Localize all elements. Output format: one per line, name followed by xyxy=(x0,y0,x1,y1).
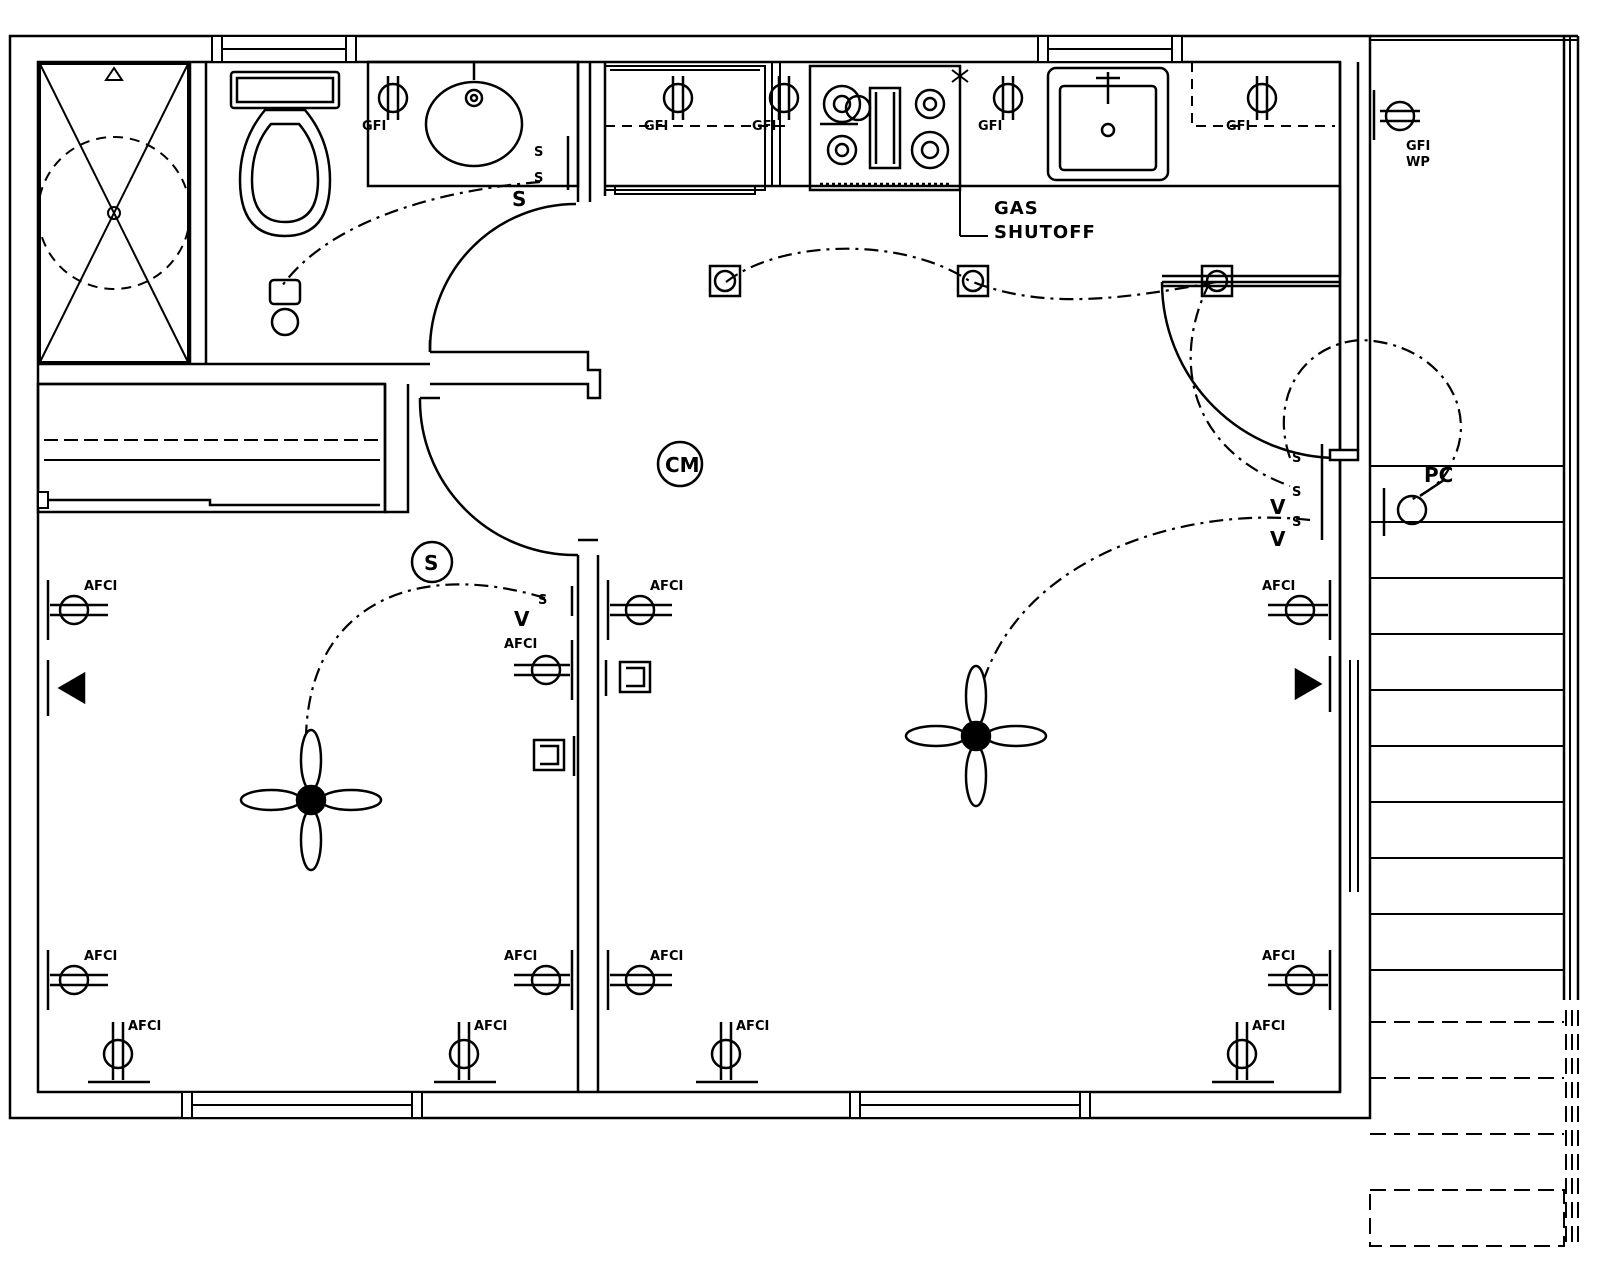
electric-panel xyxy=(532,736,576,776)
switch-label-entry-3: S xyxy=(1292,515,1301,530)
ceiling-fan-bedroom xyxy=(239,728,383,872)
gfi-label-bath: GFI xyxy=(362,119,386,134)
afci-label-3: AFCI xyxy=(650,579,683,594)
wire-porch-light xyxy=(1282,338,1462,502)
afci-receptacle-living-west-1 xyxy=(606,580,672,640)
switch-label-bath-1: S xyxy=(534,145,543,160)
gfi-label-kitchen-3: GFI xyxy=(978,119,1002,134)
vent-label-bedroom: V xyxy=(514,607,530,631)
dishwasher xyxy=(604,65,766,195)
wire-living-fan xyxy=(976,516,1311,701)
range-receptacle xyxy=(820,94,872,126)
exterior-walls xyxy=(8,34,1372,1120)
wire-bedroom-fan xyxy=(304,583,546,737)
carbon-monoxide-detector xyxy=(656,440,704,488)
gfi-label-kitchen-1: GFI xyxy=(644,119,668,134)
range xyxy=(808,64,962,192)
afci-receptacle-bedroom-west-1 xyxy=(46,580,108,640)
afci-label-12: AFCI xyxy=(1252,1019,1285,1034)
smoke-detector-label: S xyxy=(424,551,438,575)
gfi-receptacle-kitchen-4 xyxy=(1246,76,1278,120)
bath-vanity xyxy=(366,60,580,188)
window-top-kitchen xyxy=(1037,35,1183,63)
afci-label-7: AFCI xyxy=(650,949,683,964)
afci-label-1: AFCI xyxy=(84,579,117,594)
ceiling-light-kitchen-2 xyxy=(956,264,990,298)
vent-label-entry-2: V xyxy=(1270,527,1286,551)
kitchen-sink xyxy=(1046,66,1170,182)
afci-label-10: AFCI xyxy=(474,1019,507,1034)
afci-receptacle-living-south-2 xyxy=(1212,1022,1274,1084)
wire-kitchen-lights xyxy=(725,247,1217,301)
data-outlet-bedroom xyxy=(46,660,86,716)
afci-receptacle-bedroom-east-1 xyxy=(514,640,574,700)
co-detector-label: CM xyxy=(665,453,700,477)
stairs-below-dashed xyxy=(1369,1010,1579,1247)
wire-entry-lights xyxy=(1189,281,1291,488)
interior-walls xyxy=(38,62,1360,1092)
afci-label-5: AFCI xyxy=(84,949,117,964)
gfi-receptacle-kitchen-2 xyxy=(768,76,800,120)
toilet xyxy=(229,70,341,238)
exterior-stairs xyxy=(1349,34,1580,1000)
closet xyxy=(36,382,387,514)
window-bottom-bedroom xyxy=(181,1091,423,1119)
gfi-label-kitchen-4: GFI xyxy=(1226,119,1250,134)
ceiling-fan-living xyxy=(904,664,1048,808)
data-outlet-living xyxy=(1294,656,1332,712)
switch-label-entry-2: S xyxy=(1292,485,1301,500)
afci-label-6: AFCI xyxy=(504,949,537,964)
afci-label-9: AFCI xyxy=(128,1019,161,1034)
switch-label-bath-2: S xyxy=(534,171,543,186)
gas-shutoff-label: GAS xyxy=(994,198,1039,219)
afci-receptacle-bedroom-east-2 xyxy=(514,950,574,1010)
gfi-wp-receptacle-exterior xyxy=(1372,90,1420,140)
upper-cabinet-line xyxy=(1191,62,1335,127)
ceiling-light-kitchen-1 xyxy=(708,264,742,298)
afci-receptacle-bedroom-west-2 xyxy=(46,950,108,1010)
thermostat xyxy=(604,660,652,696)
gfi-receptacle-kitchen-3 xyxy=(992,76,1024,120)
gfi-label-exterior: GFI xyxy=(1406,139,1430,154)
afci-receptacle-living-east-2 xyxy=(1268,950,1332,1010)
switch-label-bedroom: S xyxy=(538,593,547,608)
door-entry xyxy=(1160,280,1360,462)
porch-light xyxy=(1382,478,1445,536)
ceiling-light-kitchen-3 xyxy=(1200,264,1234,298)
door-bedroom xyxy=(418,396,598,557)
window-bottom-living xyxy=(849,1091,1091,1119)
switch-label-entry-1: S xyxy=(1292,451,1301,466)
afci-label-8: AFCI xyxy=(1262,949,1295,964)
vent-label-entry-1: V xyxy=(1270,495,1286,519)
gfi-receptacle-kitchen-1 xyxy=(662,76,694,120)
gfi-receptacle-bath xyxy=(377,76,409,120)
afci-receptacle-bedroom-south-1 xyxy=(88,1022,150,1084)
door-bathroom xyxy=(428,202,577,353)
window-top-bath xyxy=(211,35,357,63)
afci-receptacle-living-east-1 xyxy=(1268,580,1332,640)
afci-receptacle-living-south-1 xyxy=(696,1022,758,1084)
shower xyxy=(37,63,191,363)
afci-label-11: AFCI xyxy=(736,1019,769,1034)
gas-shutoff xyxy=(951,66,988,237)
wp-label-exterior: WP xyxy=(1406,155,1430,170)
exhaust-fan-light xyxy=(268,278,302,337)
gas-shutoff-label-2: SHUTOFF xyxy=(994,222,1096,243)
photocell-label: PC xyxy=(1424,463,1453,487)
gfi-label-kitchen-2: GFI xyxy=(752,119,776,134)
afci-label-4: AFCI xyxy=(1262,579,1295,594)
kitchen-counter xyxy=(603,62,1342,276)
afci-receptacle-bedroom-south-2 xyxy=(434,1022,496,1084)
afci-receptacle-living-west-2 xyxy=(606,950,672,1010)
afci-label-2: AFCI xyxy=(504,637,537,652)
wire-bath-fan xyxy=(281,180,541,287)
smoke-detector xyxy=(410,540,454,584)
switch-label-bath-3: S xyxy=(512,187,526,211)
